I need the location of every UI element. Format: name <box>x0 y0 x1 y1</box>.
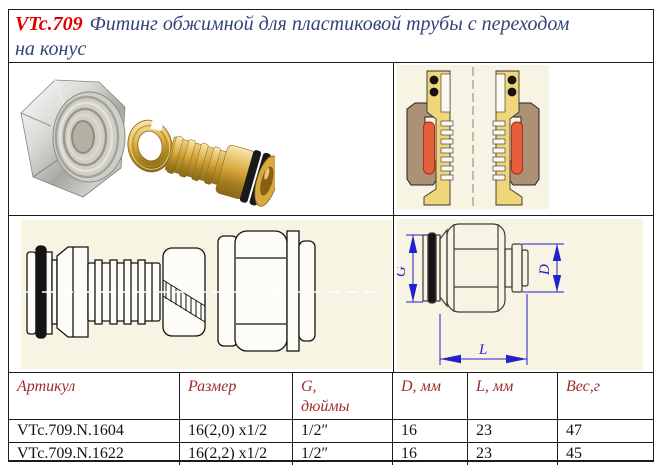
header-weight: Вес,г <box>566 378 601 395</box>
product-code: VTc.709 <box>15 13 83 35</box>
cross-section-figure <box>406 67 540 207</box>
dimensioned-drawing-figure: G D <box>397 223 564 365</box>
assembled-fitting-outline <box>422 223 529 313</box>
exploded-drawing-figure <box>23 230 381 352</box>
fitting-components-photo <box>15 71 275 209</box>
fitting-body-photo <box>164 135 275 207</box>
table-row: VTc.709.N.1622 16(2,2) x1/2 1/2″ 16 23 4… <box>9 442 653 465</box>
page-title: VTc.709 Фитинг обжимной для пластиковой т… <box>9 10 653 63</box>
dimensioned-drawing-cell: G D <box>394 216 653 372</box>
o-ring-section <box>429 87 439 97</box>
dimension-l: L <box>439 294 528 365</box>
header-article: Артикул <box>9 373 180 419</box>
cell-l: 23 <box>468 420 558 442</box>
o-ring-section <box>429 75 439 85</box>
figure-row-top <box>9 63 653 215</box>
o-ring-drawing <box>427 232 437 304</box>
cell-d: 16 <box>393 420 468 442</box>
cell-g: 1/2″ <box>293 443 393 465</box>
header-g-inches: G,дюймы <box>293 373 393 419</box>
dimension-g: G <box>397 234 423 303</box>
cell-l: 23 <box>468 443 558 465</box>
cell-size: 16(2,2) x1/2 <box>180 443 293 465</box>
cell-g: 1/2″ <box>293 420 393 442</box>
dimension-label-l: L <box>478 342 487 358</box>
dimension-label-g: G <box>397 266 409 277</box>
spec-table-header-row: Артикул Размер G,дюймы D, мм L, мм Вес,г <box>9 373 653 419</box>
cell-weight: 45 <box>566 445 582 462</box>
table-row: VTc.709.N.1604 16(2,0) x1/2 1/2″ 16 23 4… <box>9 419 653 442</box>
split-ring-photo <box>127 114 173 173</box>
header-size: Размер <box>180 373 293 419</box>
cell-weight: 47 <box>566 422 582 439</box>
cell-article: VTc.709.N.1604 <box>9 420 180 442</box>
compression-nut-photo <box>20 79 126 198</box>
product-title-line2: на конус <box>15 38 87 60</box>
dimension-label-d: D <box>537 264 553 276</box>
o-ring-photo <box>239 150 262 203</box>
exploded-drawing-cell <box>9 216 394 372</box>
dimension-lines: G D <box>397 234 564 365</box>
nut-drawing <box>217 230 316 352</box>
fitting-dimensioned-drawing: G D <box>397 219 643 370</box>
spec-table: Артикул Размер G,дюймы D, мм L, мм Вес,г… <box>9 372 653 465</box>
header-l-mm: L, мм <box>468 373 558 419</box>
cell-article: VTc.709.N.1622 <box>9 443 180 465</box>
fitting-components-photo-figure <box>20 79 275 207</box>
cell-size: 16(2,0) x1/2 <box>180 420 293 442</box>
cross-section-cell <box>394 63 653 215</box>
fitting-exploded-drawing <box>21 220 392 369</box>
header-d-mm: D, мм <box>393 373 468 419</box>
dimension-d: D <box>522 243 564 293</box>
product-title-line1: Фитинг обжимной для пластиковой трубы с … <box>89 13 570 35</box>
catalog-card-frame: VTc.709 Фитинг обжимной для пластиковой т… <box>8 9 654 465</box>
cell-d: 16 <box>393 443 468 465</box>
figure-row-bottom: G D <box>9 215 653 372</box>
compression-ring-section <box>423 121 435 175</box>
fitting-cross-section-diagram <box>397 65 549 209</box>
photo-cell <box>9 63 394 215</box>
